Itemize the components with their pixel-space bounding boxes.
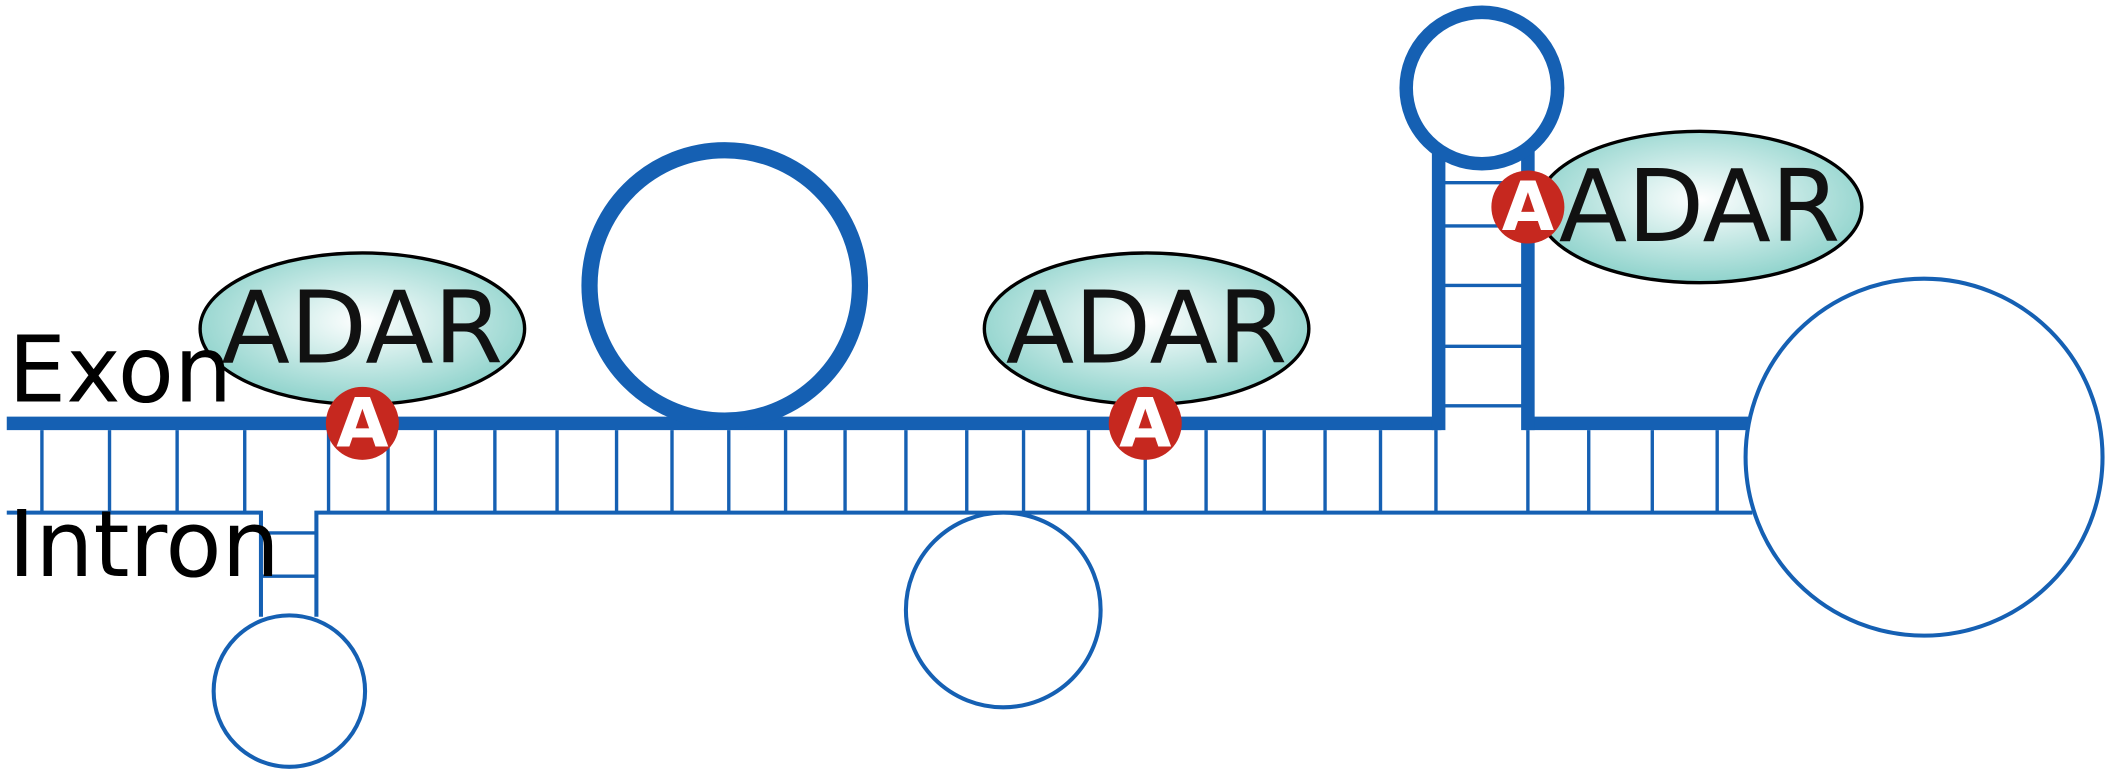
adar-protein-1: ADAR [198, 251, 527, 407]
intron-bulge-loop-middle [903, 510, 1103, 710]
adar-protein-3: ADAR [1535, 129, 1864, 285]
edit-site-3: A [1491, 167, 1565, 246]
exon-bulge-loop [581, 142, 869, 429]
exon-label: Exon [8, 317, 232, 424]
edit-site-label: A [1119, 383, 1171, 462]
adar-label: ADAR [1006, 270, 1288, 387]
edit-site-1: A [325, 383, 399, 462]
adar-protein-2: ADAR [982, 251, 1311, 407]
intron-strand [6, 510, 1753, 617]
base-pair-rungs [40, 430, 1719, 513]
adar-label: ADAR [1559, 148, 1841, 265]
edit-site-label: A [1502, 167, 1554, 246]
intron-stem-left [260, 531, 317, 578]
edit-site-2: A [1108, 383, 1182, 462]
terminal-loop-right [1743, 276, 2105, 638]
intron-label: Intron [8, 491, 280, 598]
edit-site-label: A [336, 383, 388, 462]
intron-hairpin-loop-left [211, 613, 368, 769]
adar-label: ADAR [222, 270, 504, 387]
exon-hairpin-loop [1399, 5, 1565, 171]
